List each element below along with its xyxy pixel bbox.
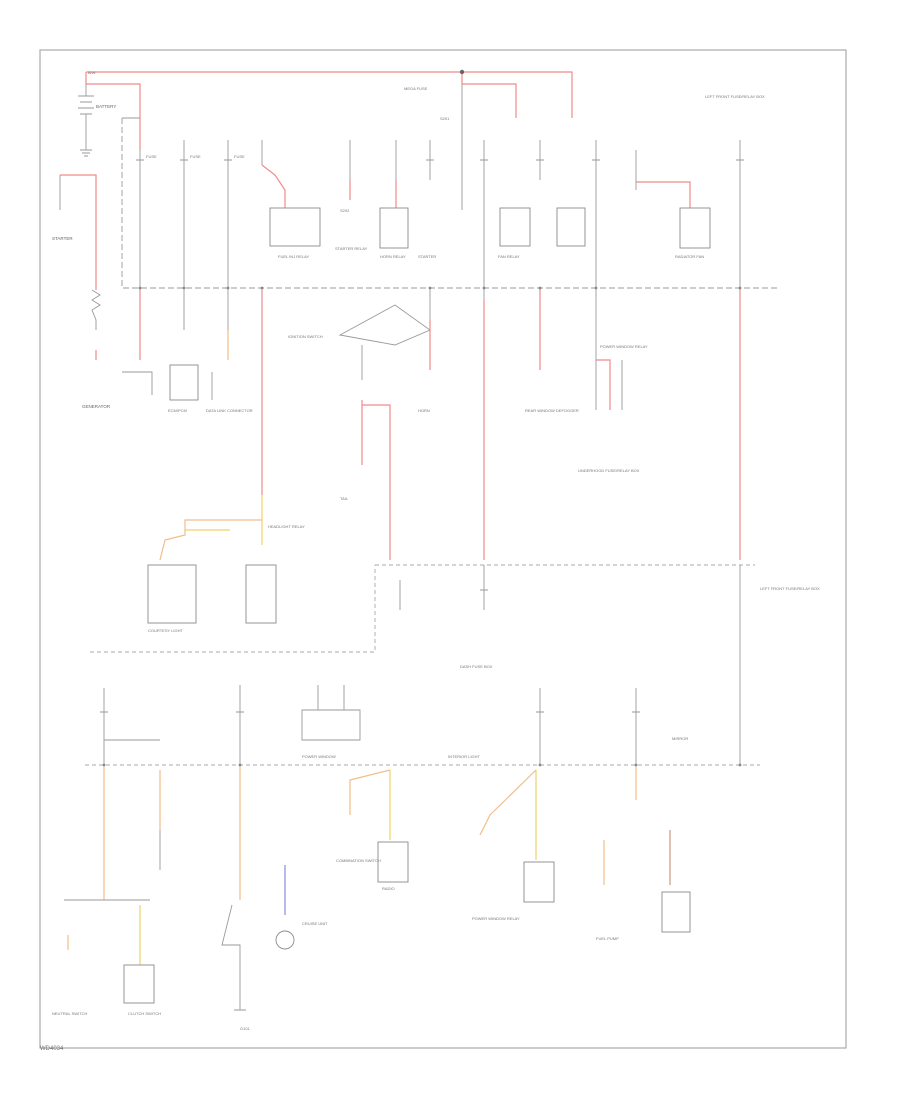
svg-text:HEADLIGHT RELAY: HEADLIGHT RELAY: [268, 524, 305, 529]
dash-fuse-box: DASH FUSE BOX POWER WINDOW INTERIOR LIGH…: [85, 664, 760, 766]
svg-text:MIRROR: MIRROR: [672, 736, 688, 741]
svg-text:FUEL PUMP: FUEL PUMP: [596, 936, 619, 941]
svg-text:S202: S202: [340, 208, 350, 213]
fuse-5: S202 STARTER RELAY: [335, 140, 368, 251]
diagram-code: WD4034: [40, 1046, 64, 1052]
diagram-frame: [39, 49, 847, 1049]
battery-feed: B/W BATTERY MEGA FUSE LEFT FRONT FUSE/RE…: [78, 69, 765, 210]
svg-text:POWER WINDOW: POWER WINDOW: [302, 754, 336, 759]
svg-text:TAIL: TAIL: [340, 496, 349, 501]
fuse-8: FAN RELAY: [480, 140, 531, 288]
generator-label: GENERATOR: [82, 404, 111, 409]
svg-text:POWER WINDOW RELAY: POWER WINDOW RELAY: [600, 344, 648, 349]
fuse-1: FUSE: [136, 118, 157, 288]
mega-fuse-label: MEGA FUSE: [404, 86, 428, 91]
fuse-4-relay: FUEL INJ RELAY: [261, 140, 321, 259]
svg-text:CRUISE UNIT: CRUISE UNIT: [302, 921, 328, 926]
svg-text:HORN RELAY: HORN RELAY: [380, 254, 406, 259]
svg-text:DASH FUSE BOX: DASH FUSE BOX: [460, 664, 493, 669]
svg-text:STARTER: STARTER: [418, 254, 436, 259]
svg-text:UNDERHOOD FUSE/RELAY BOX: UNDERHOOD FUSE/RELAY BOX: [578, 468, 640, 473]
svg-text:CLUTCH SWITCH: CLUTCH SWITCH: [128, 1011, 161, 1016]
svg-text:LEFT FRONT FUSE/RELAY BOX: LEFT FRONT FUSE/RELAY BOX: [760, 586, 820, 591]
fuse-12: [736, 140, 744, 288]
svg-text:FAN RELAY: FAN RELAY: [498, 254, 520, 259]
svg-text:REAR WINDOW DEFOGGER: REAR WINDOW DEFOGGER: [525, 408, 579, 413]
svg-text:FUSE: FUSE: [190, 154, 201, 159]
power-window-section: POWER WINDOW RELAY REAR WINDOW DEFOGGER …: [483, 288, 741, 560]
mid-bus: LEFT FRONT FUSE/RELAY BOX: [90, 564, 820, 765]
svg-text:COMBINATION SWITCH: COMBINATION SWITCH: [336, 858, 381, 863]
svg-text:HORN: HORN: [418, 408, 430, 413]
starter-generator: STARTER GENERATOR: [52, 174, 153, 409]
ecm-section: ECM/PCM DATA LINK CONNECTOR: [168, 288, 253, 413]
fuse-3: FUSE: [224, 140, 245, 288]
svg-text:POWER WINDOW RELAY: POWER WINDOW RELAY: [472, 916, 520, 921]
svg-text:RADIATOR FAN: RADIATOR FAN: [675, 254, 704, 259]
fuse-2: FUSE: [180, 140, 201, 288]
relay-box-1: [269, 207, 321, 247]
fuse-7: STARTER: [418, 140, 436, 259]
headlight-feed: HEADLIGHT RELAY COURTESY LIGHT: [147, 288, 305, 633]
fuse-9: [536, 140, 586, 247]
svg-text:NEUTRAL SWITCH: NEUTRAL SWITCH: [52, 1011, 88, 1016]
upper-fuse-row: FUSE FUSE FUSE FUEL INJ RELAY S202 START…: [136, 118, 744, 288]
svg-text:INTERIOR LIGHT: INTERIOR LIGHT: [448, 754, 481, 759]
svg-text:STARTER RELAY: STARTER RELAY: [335, 246, 368, 251]
underhood-fuse-box: [121, 117, 780, 289]
fuse-11: RADIATOR FAN: [635, 150, 711, 259]
battery-label: BATTERY: [96, 104, 116, 109]
svg-text:RADIO: RADIO: [382, 886, 395, 891]
lower-fuses: POWER WINDOW INTERIOR LIGHT MIRROR: [100, 685, 688, 765]
starter-label: STARTER: [52, 236, 73, 241]
svg-text:COURTESY LIGHT: COURTESY LIGHT: [148, 628, 184, 633]
svg-text:G101: G101: [240, 1026, 251, 1031]
fuse-6: HORN RELAY: [379, 140, 409, 259]
splice-label-1: S201: [440, 116, 450, 121]
bottom-components: NEUTRAL SWITCH CLUTCH SWITCH G101 CRUISE…: [52, 765, 691, 1031]
svg-text:IGNITION SWITCH: IGNITION SWITCH: [288, 334, 323, 339]
svg-text:ECM/PCM: ECM/PCM: [168, 408, 187, 413]
svg-text:FUEL INJ RELAY: FUEL INJ RELAY: [278, 254, 309, 259]
svg-text:FUSE: FUSE: [234, 154, 245, 159]
fuse-10: [592, 140, 600, 288]
lh-fuse-relay-box-label: LEFT FRONT FUSE/RELAY BOX: [705, 94, 765, 99]
ignition-switch-area: IGNITION SWITCH HORN TAIL: [288, 288, 431, 560]
battery-top-label: B/W: [88, 70, 96, 75]
terminal-dots: [102, 286, 742, 767]
svg-text:DATA LINK CONNECTOR: DATA LINK CONNECTOR: [206, 408, 253, 413]
svg-text:FUSE: FUSE: [146, 154, 157, 159]
